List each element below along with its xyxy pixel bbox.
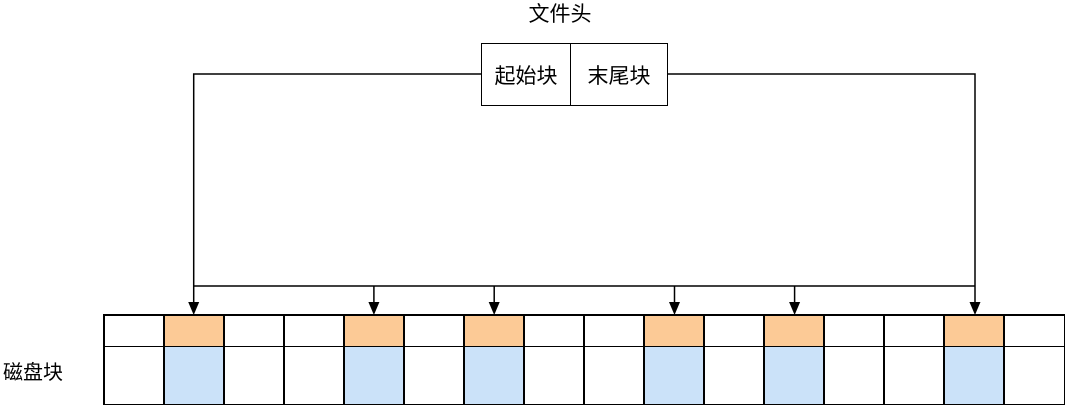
- disk-cell-top-9: [644, 315, 704, 346]
- disk-cell-top-3: [284, 315, 344, 346]
- disk-cell-bottom-2: [224, 347, 284, 404]
- disk-cell-top-10: [704, 315, 764, 346]
- disk-cell-top-11: [764, 315, 824, 346]
- disk-cell-top-8: [584, 315, 644, 346]
- disk-cell-top-6: [464, 315, 524, 346]
- start-block-cell: 起始块: [482, 44, 571, 105]
- disk-cell-top-15: [1004, 315, 1064, 346]
- disk-cell-top-0: [104, 315, 164, 346]
- disk-label: 磁盘块: [3, 362, 63, 384]
- disk-cell-bottom-9: [644, 347, 704, 404]
- disk-cell-top-5: [404, 315, 464, 346]
- disk-cell-bottom-5: [404, 347, 464, 404]
- disk-cell-bottom-3: [284, 347, 344, 404]
- disk-cell-bottom-13: [884, 347, 944, 404]
- disk-cell-bottom-8: [584, 347, 644, 404]
- disk-cell-bottom-15: [1004, 347, 1064, 404]
- end-block-cell: 末尾块: [587, 64, 651, 88]
- disk-cell-bottom-7: [524, 347, 584, 404]
- disk-cell-top-1: [164, 315, 224, 346]
- disk-cell-bottom-0: [104, 347, 164, 404]
- disk-cell-top-13: [884, 315, 944, 346]
- file-header-title: 文件头: [528, 3, 592, 26]
- disk-cell-bottom-10: [704, 347, 764, 404]
- disk-grid: [103, 314, 1065, 405]
- disk-cell-bottom-4: [344, 347, 404, 404]
- disk-cell-top-12: [824, 315, 884, 346]
- disk-cell-bottom-14: [944, 347, 1004, 404]
- disk-cell-top-14: [944, 315, 1004, 346]
- disk-cell-top-4: [344, 315, 404, 346]
- disk-cell-bottom-1: [164, 347, 224, 404]
- disk-cell-bottom-11: [764, 347, 824, 404]
- connector-line: [192, 73, 481, 303]
- disk-cell-bottom-6: [464, 347, 524, 404]
- disk-cell-bottom-12: [824, 347, 884, 404]
- disk-cell-top-7: [524, 315, 584, 346]
- file-header-box: 起始块 末尾块: [481, 43, 668, 106]
- connector-line: [667, 73, 976, 303]
- disk-cell-top-2: [224, 315, 284, 346]
